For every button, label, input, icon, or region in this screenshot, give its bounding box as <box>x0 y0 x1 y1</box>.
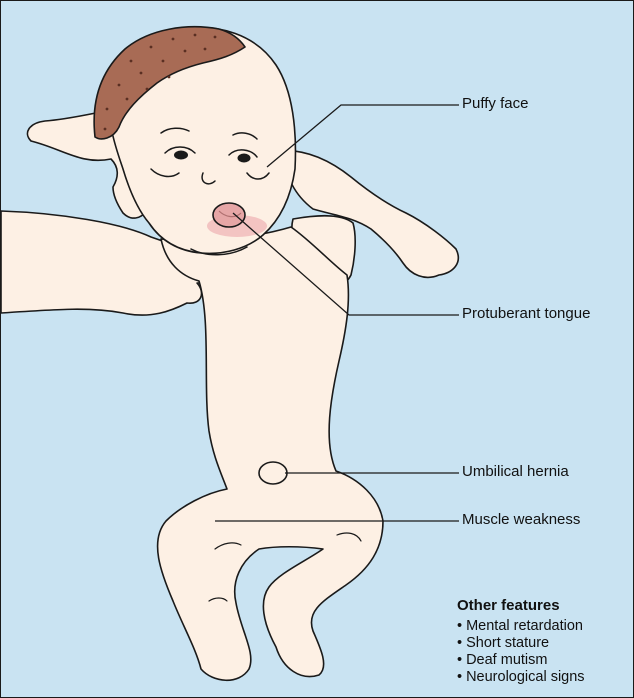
feature-item: •Deaf mutism <box>457 652 585 669</box>
feature-item: •Mental retardation <box>457 618 585 635</box>
other-features-list: •Mental retardation •Short stature •Deaf… <box>457 618 585 686</box>
left-eye <box>174 151 188 160</box>
umbilical-hernia-bulge <box>259 462 287 484</box>
label-protuberant-tongue: Protuberant tongue <box>462 305 590 323</box>
other-features-box: Other features •Mental retardation •Shor… <box>457 597 585 686</box>
label-puffy-face: Puffy face <box>462 95 528 113</box>
label-muscle-weakness: Muscle weakness <box>462 511 580 529</box>
feature-item: •Neurological signs <box>457 669 585 686</box>
other-features-heading: Other features <box>457 597 585 615</box>
right-eye <box>238 154 251 163</box>
feature-item: •Short stature <box>457 635 585 652</box>
mouth <box>213 203 245 227</box>
label-umbilical-hernia: Umbilical hernia <box>462 463 569 481</box>
